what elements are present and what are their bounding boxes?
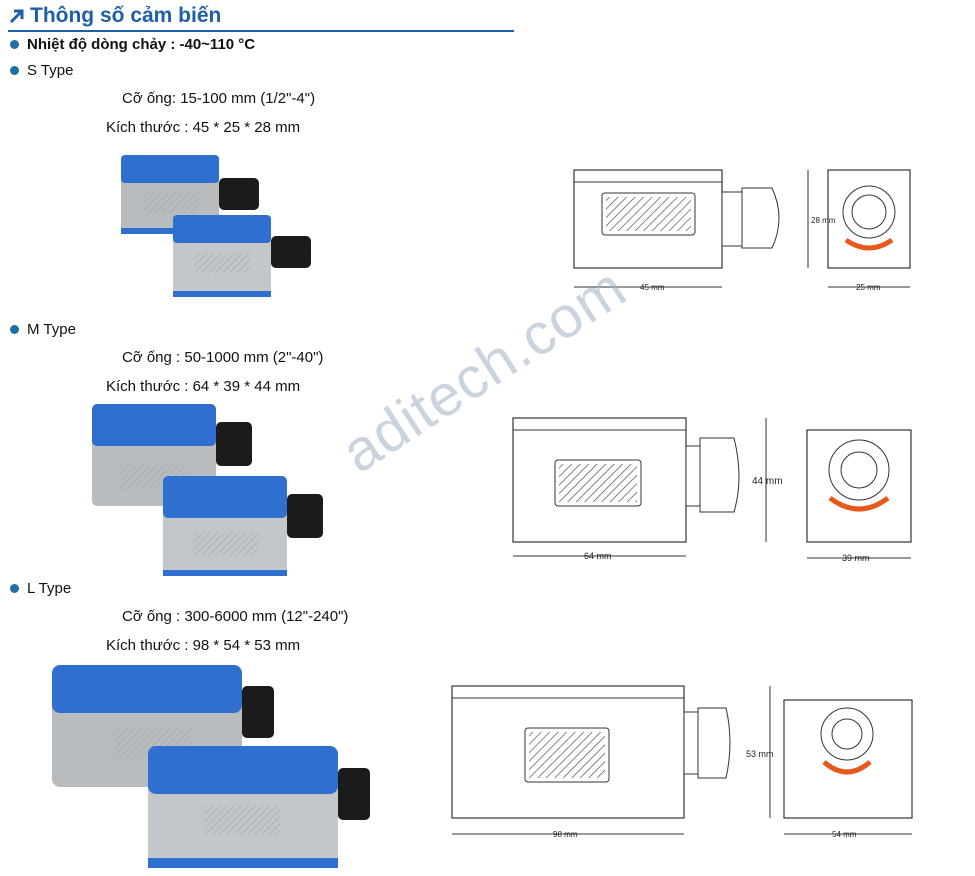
type-heading-l: L Type [10, 580, 71, 597]
section-title: Thông số cảm biến [8, 4, 221, 28]
sensor-photo-l [52, 665, 370, 868]
sensor-photo-s [121, 155, 311, 297]
dim-width-s: 25 mm [856, 283, 881, 292]
dim-width-m: 39 mm [842, 553, 870, 563]
bullet-dot-icon [10, 66, 19, 75]
section-title-text: Thông số cảm biến [30, 4, 222, 27]
type-name: M Type [27, 321, 76, 338]
sensor-photo-m [92, 404, 323, 576]
title-underline [8, 30, 514, 32]
arrow-up-right-icon [9, 9, 24, 24]
dimensions-m: Kích thước : 64 * 39 * 44 mm [106, 378, 301, 395]
dimensions-l: Kích thước : 98 * 54 * 53 mm [106, 637, 301, 654]
type-name: S Type [27, 62, 74, 79]
bullet-dot-icon [10, 40, 19, 49]
bullet-dot-icon [10, 584, 19, 593]
drawing-l [451, 685, 913, 835]
dim-height-l: 53 mm [746, 749, 774, 759]
dim-width-l: 54 mm [832, 830, 857, 839]
drawing-m [512, 417, 912, 559]
pipe-size-m: Cỡ ống : 50-1000 mm (2"-40") [122, 349, 324, 366]
flow-temp-text: Nhiệt độ dòng chảy : -40~110 °C [27, 36, 256, 53]
type-heading-m: M Type [10, 321, 76, 338]
dim-length-l: 98 mm [553, 830, 578, 839]
dim-length-m: 64 mm [584, 551, 612, 561]
dim-length-s: 45 mm [640, 283, 665, 292]
type-name: L Type [27, 580, 72, 597]
dim-height-m: 44 mm [752, 476, 783, 487]
dimensions-s: Kích thước : 45 * 25 * 28 mm [106, 119, 301, 136]
type-heading-s: S Type [10, 62, 73, 79]
drawing-s [573, 169, 911, 288]
flow-temp-item: Nhiệt độ dòng chảy : -40~110 °C [10, 36, 255, 53]
dim-height-s: 28 mm [811, 216, 836, 225]
pipe-size-s: Cỡ ống: 15-100 mm (1/2"-4") [122, 90, 316, 107]
pipe-size-l: Cỡ ống : 300-6000 mm (12"-240") [122, 608, 349, 625]
bullet-dot-icon [10, 325, 19, 334]
